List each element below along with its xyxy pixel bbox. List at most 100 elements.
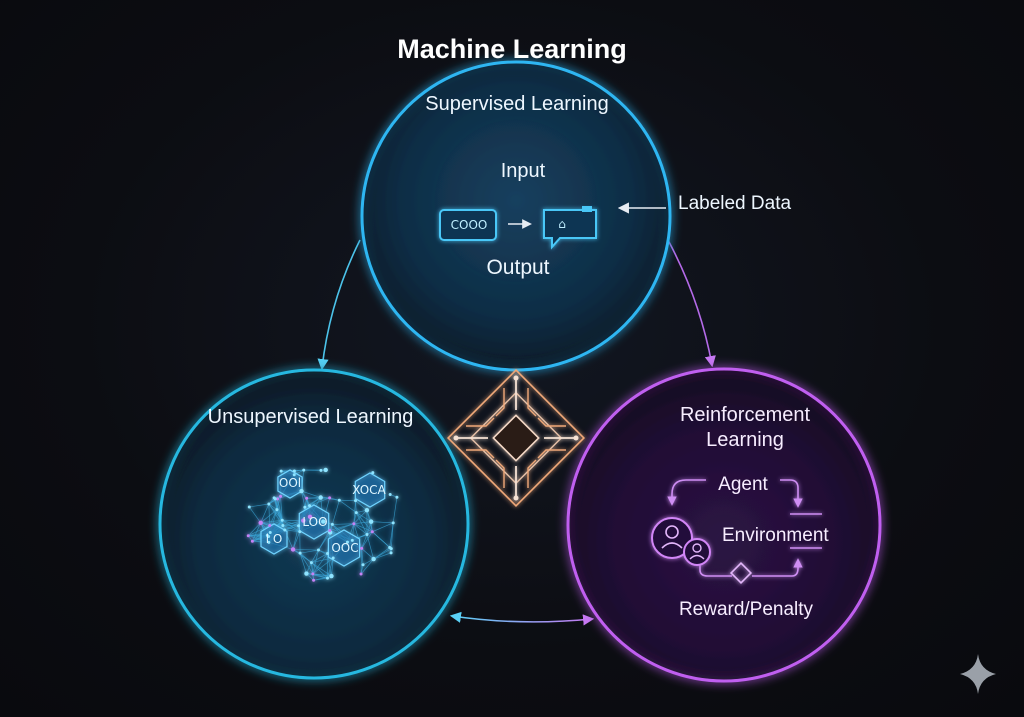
network-edge <box>366 521 372 535</box>
network-edge <box>299 552 314 575</box>
network-point <box>309 561 313 565</box>
network-point <box>354 511 358 515</box>
arrow-supervised-to-reinforcement <box>667 239 716 368</box>
network-point <box>292 473 296 477</box>
cluster-node-label: XOCA <box>352 483 386 497</box>
reinforcement-learning-circle <box>566 367 882 683</box>
network-edge <box>301 490 321 498</box>
network-point <box>329 573 334 579</box>
network-point <box>350 538 354 542</box>
network-edge <box>355 500 368 511</box>
network-edge <box>311 562 314 581</box>
network-point <box>307 514 313 519</box>
network-edge <box>372 531 392 549</box>
network-edge <box>361 534 368 549</box>
network-edge <box>312 573 332 577</box>
network-edge <box>373 548 392 560</box>
network-edge <box>313 575 332 581</box>
network-edge <box>360 564 364 575</box>
sparkle-icon <box>960 654 996 694</box>
network-edge <box>269 509 278 526</box>
network-edge <box>390 522 394 549</box>
network-edge <box>248 522 261 536</box>
network-edge <box>361 548 374 560</box>
network-edge <box>353 509 368 524</box>
network-point <box>354 499 358 503</box>
network-point <box>303 505 307 509</box>
network-edge <box>332 523 354 525</box>
network-point <box>361 563 365 567</box>
cluster-node <box>354 472 386 508</box>
network-point <box>391 521 395 525</box>
network-point <box>352 522 356 526</box>
network-point <box>319 468 323 472</box>
cluster-node <box>277 469 303 499</box>
network-edge <box>292 531 301 550</box>
network-edge <box>332 500 340 525</box>
reinforcement-title-line-2: Learning <box>706 429 784 451</box>
network-edge <box>339 500 357 513</box>
network-point <box>330 522 334 526</box>
network-point <box>328 528 332 532</box>
reward-penalty-label: Reward/Penalty <box>678 599 814 620</box>
network-point <box>279 469 283 473</box>
network-point <box>250 539 254 543</box>
network-point <box>276 497 280 501</box>
network-edge <box>282 525 300 533</box>
network-point <box>365 532 369 536</box>
network-edge <box>309 497 330 506</box>
network-edge <box>371 521 394 524</box>
network-point <box>389 547 393 551</box>
network-edge <box>311 553 328 563</box>
network-point <box>280 518 284 522</box>
network-point <box>302 468 306 472</box>
network-edge <box>304 498 307 508</box>
network-point <box>371 471 375 475</box>
network-point <box>359 572 363 576</box>
network-edge <box>292 525 299 550</box>
labeled-data-label: Labeled Data <box>678 193 792 214</box>
network-point <box>267 502 271 506</box>
network-point <box>345 540 349 544</box>
network-edge <box>331 557 334 577</box>
network-edge <box>360 558 374 575</box>
network-point <box>388 492 392 496</box>
network-point <box>299 488 304 494</box>
network-edge <box>311 562 332 577</box>
network-edge <box>280 496 283 521</box>
network-edge <box>329 523 354 531</box>
network-point <box>298 530 302 534</box>
network-edge <box>392 497 398 523</box>
network-point <box>298 551 302 555</box>
network-point <box>321 519 326 524</box>
agent-label: Agent <box>718 474 768 495</box>
cluster-node <box>298 504 330 540</box>
network-point <box>370 530 374 534</box>
data-cluster-network <box>246 467 399 582</box>
network-point <box>337 498 341 502</box>
network-edge <box>355 512 368 535</box>
network-point <box>258 520 263 525</box>
cluster-node <box>260 523 288 555</box>
network-point <box>331 556 335 560</box>
network-point <box>281 524 285 528</box>
network-edge <box>304 497 321 508</box>
network-point <box>304 571 309 576</box>
reinforcement-title-line-1: Reinforcement <box>679 404 811 426</box>
network-point <box>297 524 301 528</box>
network-edge <box>282 519 300 532</box>
network-edge <box>312 557 334 575</box>
network-edge <box>276 509 284 526</box>
network-edge <box>248 506 261 523</box>
network-edge <box>284 525 299 531</box>
input-box-icon <box>439 209 497 241</box>
network-point <box>279 494 283 498</box>
network-edge <box>268 503 271 526</box>
network-point <box>311 572 315 576</box>
network-edge <box>260 503 270 523</box>
network-edge <box>356 512 372 522</box>
network-point <box>247 505 251 509</box>
network-point <box>395 495 399 499</box>
network-point <box>368 519 374 524</box>
output-box-glyph: ⌂ <box>558 217 566 231</box>
